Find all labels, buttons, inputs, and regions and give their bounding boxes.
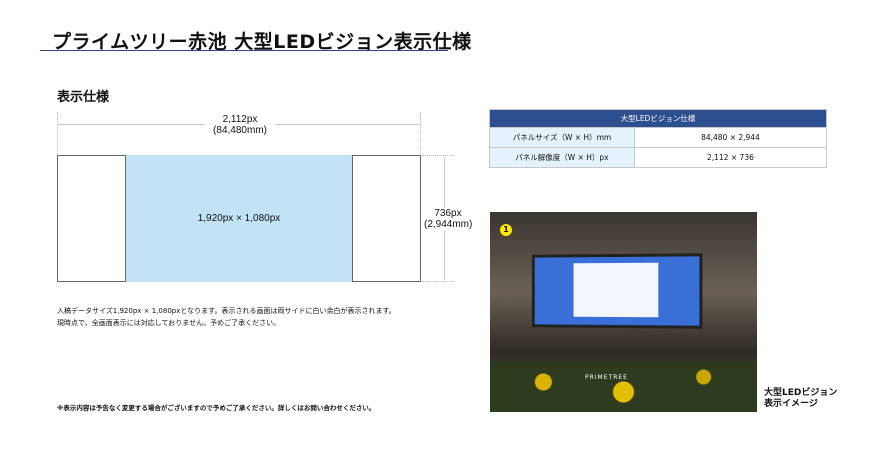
content-size-label: 1,920px × 1,080px xyxy=(197,213,281,224)
height-guide-top xyxy=(422,155,454,156)
disclaimer: ※表示内容は予告なく変更する場合がございますので予めご了承ください。詳しくはお問… xyxy=(57,404,376,412)
display-image-photo: PRIMETREE 1 xyxy=(490,212,757,412)
section-title: 表示仕様 xyxy=(57,90,110,105)
spec-value: 2,112 × 736 xyxy=(633,147,828,168)
height-dimension: 736px (2,944mm) xyxy=(424,208,472,230)
spec-key: パネルサイズ（W × H）mm xyxy=(489,127,635,148)
height-guide-bottom xyxy=(422,281,454,282)
flower-decoration xyxy=(490,362,757,412)
led-screen xyxy=(531,253,703,329)
width-mm: (84,480mm) xyxy=(213,125,267,136)
page-title: プライムツリー赤池 大型LEDビジョン表示仕様 xyxy=(52,31,472,53)
height-px: 736px xyxy=(434,208,462,219)
width-guide-left xyxy=(57,112,58,154)
title-divider xyxy=(40,50,448,51)
note-line-1: 入稿データサイズ1,920px × 1,080pxとなります。表示される画面は両… xyxy=(57,307,396,315)
photo-caption: 大型LEDビジョン 表示イメージ xyxy=(764,388,837,410)
height-mm: (2,944mm) xyxy=(424,219,473,230)
caption-line-1: 大型LEDビジョン xyxy=(764,388,838,398)
spec-key: パネル解像度（W × H）px xyxy=(489,147,635,168)
brand-logo: PRIMETREE xyxy=(585,374,628,381)
width-px: 2,112px xyxy=(222,114,258,125)
note-line-2: 現時点で、全画面表示には対応しておりません。予めご了承ください。 xyxy=(57,319,281,327)
caption-line-2: 表示イメージ xyxy=(764,399,818,409)
number-badge: 1 xyxy=(500,224,512,236)
content-area: 1,920px × 1,080px xyxy=(125,155,353,282)
spec-value: 84,480 × 2,944 xyxy=(633,127,828,148)
width-dimension: 2,112px (84,480mm) xyxy=(205,114,275,136)
spec-table-title: 大型LEDビジョン仕様 xyxy=(489,109,827,128)
width-guide-right xyxy=(420,112,421,154)
